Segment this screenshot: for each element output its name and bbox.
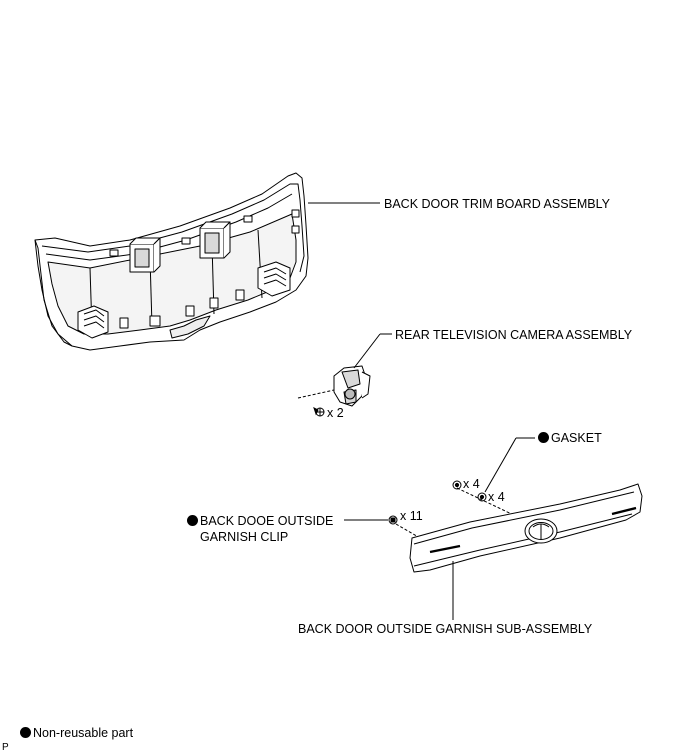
clip-label-line1: BACK DOOE OUTSIDE <box>200 514 334 528</box>
legend-text: Non-reusable part <box>33 726 134 740</box>
nut-icon <box>452 480 462 490</box>
gasket-qty: x 4 <box>488 490 505 504</box>
legend: Non-reusable part <box>20 726 133 741</box>
garnish-drawing <box>409 483 643 573</box>
nut-qty: x 4 <box>463 477 480 491</box>
clip-dashed-line <box>395 523 421 539</box>
non-reusable-dot-icon <box>538 432 549 443</box>
camera-screw-icon <box>313 407 325 417</box>
trim-board-label: BACK DOOR TRIM BOARD ASSEMBLY <box>384 197 610 211</box>
figure-code: P <box>2 742 9 753</box>
screw-dashed-line <box>297 389 335 399</box>
non-reusable-dot-icon <box>187 515 198 526</box>
gasket-leader-diag <box>484 437 517 493</box>
clip-label: BACK DOOE OUTSIDE <box>187 514 333 529</box>
clip-qty: x 11 <box>400 509 423 523</box>
nut-dashed-line <box>456 487 521 519</box>
back-door-trim-board-drawing <box>34 172 309 351</box>
camera-label: REAR TELEVISION CAMERA ASSEMBLY <box>395 328 633 342</box>
garnish-label: BACK DOOR OUTSIDE GARNISH SUB-ASSEMBLY <box>298 622 593 636</box>
gasket-label: GASKET <box>538 431 602 446</box>
camera-screw-qty: x 2 <box>327 406 344 420</box>
camera-leader-diag <box>353 333 381 369</box>
gasket-label-text: GASKET <box>551 431 602 445</box>
non-reusable-dot-icon <box>20 727 31 738</box>
clip-label-line2: GARNISH CLIP <box>200 530 289 544</box>
garnish-clip-icon <box>388 515 398 525</box>
rear-camera-drawing <box>333 365 371 407</box>
